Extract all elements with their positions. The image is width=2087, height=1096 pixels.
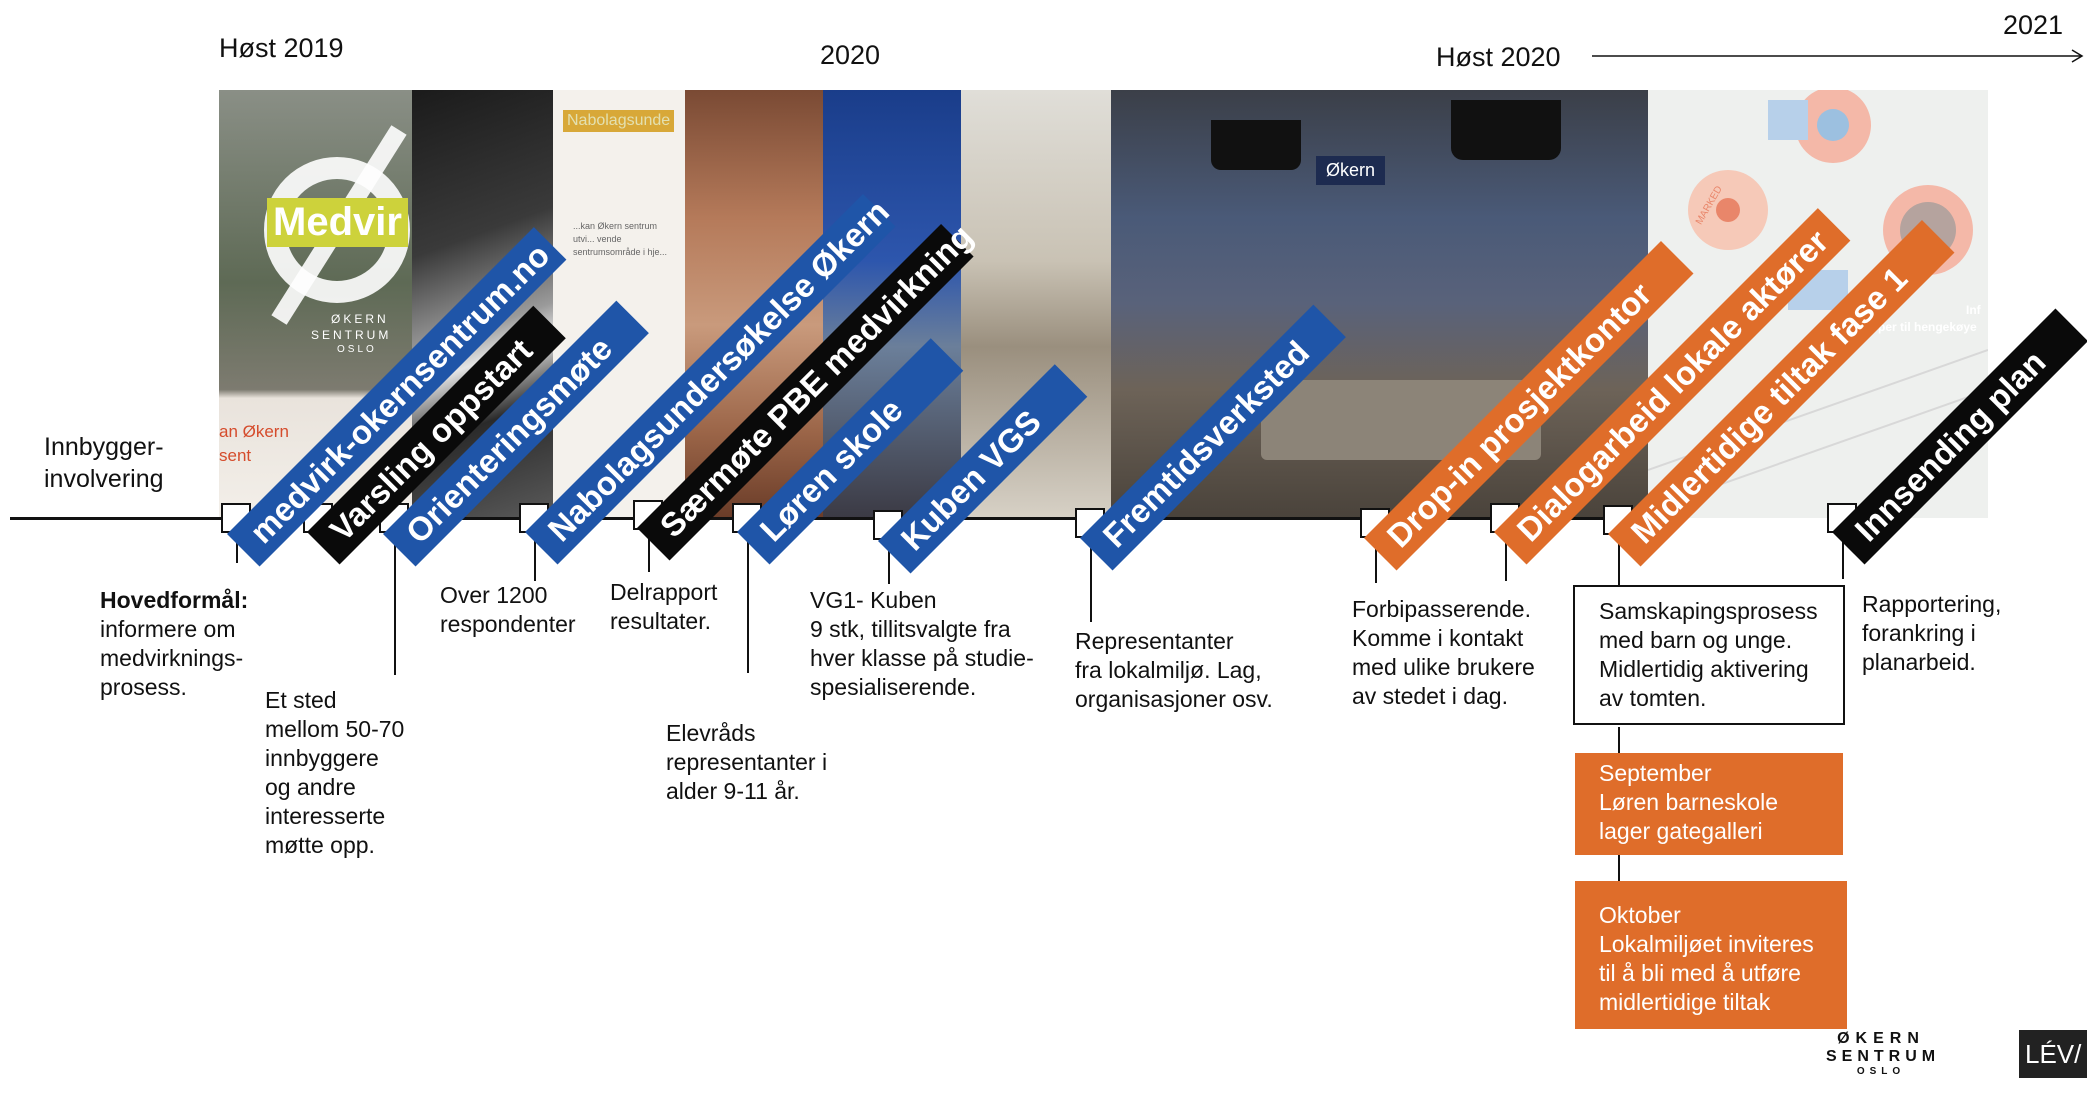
poster-red-line-1: an Økern — [219, 422, 289, 441]
lev-logo: LÉV/ — [2019, 1030, 2087, 1078]
workshop-lamp-1 — [1211, 120, 1301, 170]
box-samskaping: Samskapingsprosess med barn og unge. Mid… — [1573, 585, 1845, 725]
note-hovedformal: Hovedformål: informere om medvirknings- … — [100, 586, 248, 702]
box-september: September Løren barneskole lager gategal… — [1575, 753, 1843, 855]
note-over-1200: Over 1200 respondenter — [440, 582, 576, 637]
period-host-2019: Høst 2019 — [219, 33, 344, 63]
poster-okern: ØKERN — [331, 312, 389, 326]
poster-sentrum: SENTRUM — [311, 328, 392, 342]
photo-medvirk-poster: Medvir ØKERN SENTRUM OSLO an Økern sent — [219, 90, 412, 518]
note-forbipasserende: Forbipasserende. Komme i kontakt med uli… — [1352, 596, 1535, 709]
logo-okern: ØKERN — [1837, 1030, 1925, 1047]
connector-6 — [747, 533, 749, 673]
period-2021: 2021 — [2003, 10, 2064, 40]
connector-3 — [394, 533, 396, 675]
poster-red-line-2: sent — [219, 446, 252, 465]
note-et-sted: Et sted mellom 50-70 innbyggere og andre… — [265, 687, 405, 858]
connector-11b — [1618, 727, 1620, 753]
connector-10 — [1505, 533, 1507, 581]
okern-sentrum-logo: ØKERN SENTRUM OSLO — [1826, 1030, 1936, 1077]
workshop-sign: Økern — [1316, 156, 1386, 185]
connector-11 — [1618, 535, 1620, 587]
logo-oslo: OSLO — [1856, 1066, 1906, 1077]
note-hovedformal-bold: Hovedformål: — [100, 587, 249, 613]
survey-header: Nabolagsunde — [563, 110, 675, 132]
site-plan-label-inf: Inf — [1966, 303, 1981, 317]
medvir-text: Medvir — [267, 198, 408, 247]
connector-4 — [534, 533, 536, 581]
connector-7 — [888, 540, 890, 584]
box-oktober: Oktober Lokalmiljøet inviteres til å bli… — [1575, 881, 1847, 1029]
timeline-axis — [10, 517, 1685, 520]
period-2020: 2020 — [820, 40, 881, 70]
connector-1 — [236, 533, 238, 563]
site-plan-label-hengekoye: per til hengekøye — [1878, 320, 1977, 334]
workshop-lamp-2 — [1451, 100, 1561, 160]
connector-11c — [1618, 855, 1620, 881]
survey-body: ...kan Økern sentrum utvi... vende sentr… — [573, 221, 668, 257]
poster-oslo: OSLO — [337, 344, 377, 355]
note-rapportering: Rapportering, forankring i planarbeid. — [1862, 591, 2002, 675]
note-vg1-kuben: VG1- Kuben 9 stk, tillitsvalgte fra hver… — [810, 587, 1034, 700]
period-host-2020: Høst 2020 — [1436, 42, 1561, 72]
period-arrow — [1592, 49, 2084, 63]
row-label-innbygger: Innbygger- involvering — [44, 433, 164, 493]
logo-sentrum: SENTRUM — [1826, 1048, 1941, 1065]
note-hovedformal-text: informere om medvirknings- prosess. — [100, 616, 244, 700]
note-representanter: Representanter fra lokalmiljø. Lag, orga… — [1075, 628, 1273, 712]
note-elevrad: Elevråds representanter i alder 9-11 år. — [666, 720, 828, 804]
connector-9 — [1375, 538, 1377, 583]
connector-12 — [1842, 533, 1844, 579]
note-delrapport: Delrapport resultater. — [610, 579, 718, 634]
connector-8 — [1090, 538, 1092, 622]
connector-5 — [648, 528, 650, 572]
